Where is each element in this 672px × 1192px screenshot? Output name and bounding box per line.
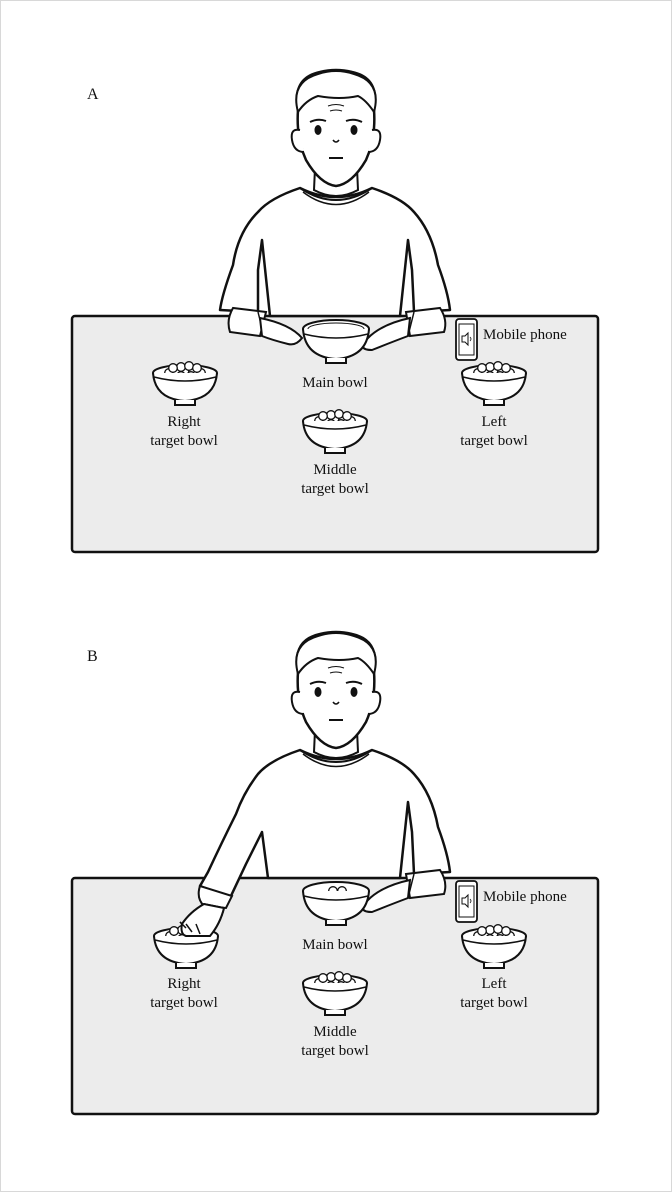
- mobile-phone-label: Mobile phone: [483, 327, 567, 343]
- panel-letter: A: [87, 86, 99, 103]
- left-bowl-label-line2: target bowl: [460, 995, 528, 1011]
- right-bowl-label: Right target bowl: [134, 975, 234, 1013]
- left-bowl-label-line1: Left: [481, 414, 507, 430]
- mobile-phone: [455, 318, 478, 361]
- left-bowl-label: Left target bowl: [444, 413, 544, 451]
- right-bowl-label-line2: target bowl: [150, 433, 218, 449]
- mobile-phone-label: Mobile phone: [483, 889, 567, 905]
- person: [218, 68, 452, 352]
- left-bowl-label-line2: target bowl: [460, 433, 528, 449]
- main-bowl-label: Main bowl: [302, 375, 368, 391]
- mobile-phone: [455, 880, 478, 923]
- main-bowl: [302, 881, 370, 926]
- right-bowl-label-line1: Right: [167, 414, 201, 430]
- panel-a: A Mobile phone Main bowl Right target bo…: [0, 40, 672, 600]
- right-bowl-label-line2: target bowl: [150, 995, 218, 1011]
- right-bowl-label: Right target bowl: [134, 413, 234, 451]
- panel-a-illustration: [70, 68, 600, 554]
- middle-bowl-label-line2: target bowl: [301, 1043, 369, 1059]
- main-bowl: [302, 319, 370, 364]
- left-bowl-label: Left target bowl: [444, 975, 544, 1013]
- left-bowl-label-line1: Left: [481, 976, 507, 992]
- middle-bowl-label-line1: Middle: [313, 1024, 357, 1040]
- right-bowl-label-line1: Right: [167, 976, 201, 992]
- panel-letter: B: [87, 648, 98, 665]
- main-bowl-label: Main bowl: [302, 937, 368, 953]
- middle-bowl-label-line2: target bowl: [301, 481, 369, 497]
- panel-b-illustration: [70, 630, 600, 1116]
- panel-b: B Mobile phone Main bowl Right target bo…: [0, 602, 672, 1162]
- middle-bowl-label: Middle target bowl: [285, 461, 385, 499]
- middle-bowl-label-line1: Middle: [313, 462, 357, 478]
- middle-bowl-label: Middle target bowl: [285, 1023, 385, 1061]
